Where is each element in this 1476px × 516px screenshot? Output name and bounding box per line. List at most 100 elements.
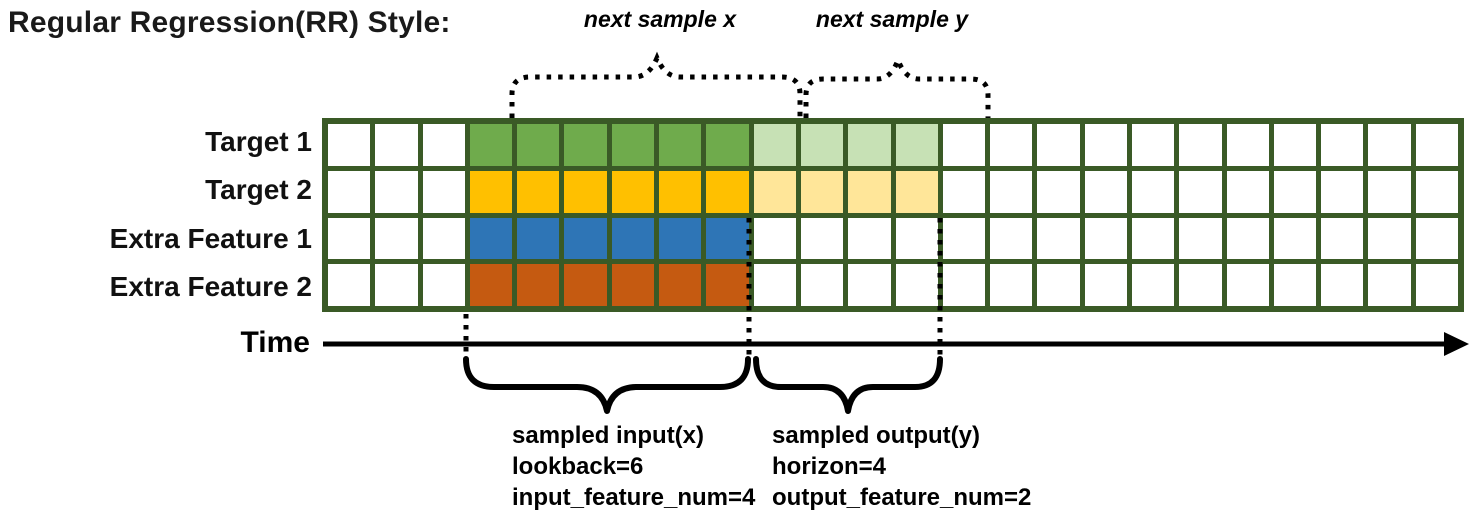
grid-cell-r3-c12	[895, 264, 938, 306]
grid-cell-r3-c13	[942, 264, 986, 306]
output-feature-num-value: output_feature_num=2	[772, 484, 1032, 511]
grid-cell-r3-c10	[800, 264, 844, 306]
row-label-target-2: Target 2	[205, 174, 312, 205]
grid-cell-r3-c4	[517, 264, 560, 306]
grid-cell-r3-c1	[375, 264, 418, 306]
grid-cell-r2-c11	[848, 217, 891, 260]
grid-cell-r3-c20	[1273, 264, 1317, 306]
sampled-output-title: sampled output(y)	[772, 422, 980, 449]
grid-cell-r3-c3	[469, 264, 513, 306]
grid-cell-r0-c5	[564, 124, 607, 166]
grid-cell-r0-c23	[1415, 124, 1458, 166]
next-sample-x-label: next sample x	[583, 6, 737, 32]
grid-cell-r2-c2	[422, 217, 465, 260]
next-sample-y-brace	[803, 52, 991, 118]
grid-cell-r0-c6	[611, 124, 655, 166]
grid-cell-r0-c11	[848, 124, 891, 166]
sampled-input-annotation: sampled input(x) lookback=6 input_featur…	[512, 420, 755, 513]
grid-cell-r0-c2	[422, 124, 465, 166]
row-label-extra-feature-2: Extra Feature 2	[109, 271, 312, 302]
next-sample-x-brace	[509, 51, 803, 118]
grid-cell-r3-c18	[1179, 264, 1222, 306]
grid-cell-r1-c18	[1179, 170, 1222, 213]
grid-cell-r0-c8	[706, 124, 749, 166]
horizon-value: horizon=4	[772, 453, 887, 480]
grid-cell-r3-c5	[564, 264, 607, 306]
grid-cell-r0-c12	[895, 124, 938, 166]
sampled-output-brace	[753, 356, 943, 414]
grid-cell-r0-c10	[800, 124, 844, 166]
grid-cell-r0-c20	[1273, 124, 1317, 166]
grid-cell-r1-c9	[753, 170, 796, 213]
grid-cell-r0-c3	[469, 124, 513, 166]
grid-cell-r1-c2	[422, 170, 465, 213]
sample-grid	[322, 118, 1464, 312]
grid-cell-r3-c8	[706, 264, 749, 306]
grid-cell-r0-c19	[1226, 124, 1269, 166]
grid-cell-r2-c15	[1037, 217, 1080, 260]
grid-cell-r0-c1	[375, 124, 418, 166]
grid-cell-r3-c14	[990, 264, 1033, 306]
grid-cell-r3-c17	[1131, 264, 1175, 306]
next-sample-y-label: next sample y	[815, 6, 969, 32]
grid-cell-r3-c16	[1084, 264, 1127, 306]
grid-cell-r1-c12	[895, 170, 938, 213]
time-axis-label: Time	[240, 326, 310, 359]
grid-cell-r2-c5	[564, 217, 607, 260]
grid-cell-r2-c10	[800, 217, 844, 260]
sampled-input-brace	[463, 356, 751, 414]
grid-cell-r2-c7	[659, 217, 702, 260]
grid-cell-r1-c8	[706, 170, 749, 213]
grid-cell-r2-c21	[1321, 217, 1364, 260]
grid-cell-r1-c10	[800, 170, 844, 213]
grid-cell-r0-c9	[753, 124, 796, 166]
grid-cell-r0-c21	[1321, 124, 1364, 166]
lookback-value: lookback=6	[512, 453, 644, 480]
grid-cell-r3-c9	[753, 264, 796, 306]
diagram-title: Regular Regression(RR) Style:	[8, 6, 451, 39]
grid-cell-r3-c0	[328, 264, 371, 306]
grid-cell-r2-c3	[469, 217, 513, 260]
grid-cell-r1-c21	[1321, 170, 1364, 213]
grid-cell-r3-c19	[1226, 264, 1269, 306]
grid-cell-r2-c18	[1179, 217, 1222, 260]
grid-cell-r0-c15	[1037, 124, 1080, 166]
grid-cell-r2-c20	[1273, 217, 1317, 260]
grid-cell-r2-c9	[753, 217, 796, 260]
sampled-output-annotation: sampled output(y) horizon=4 output_featu…	[772, 420, 1031, 513]
grid-cell-r2-c19	[1226, 217, 1269, 260]
grid-cell-r3-c21	[1321, 264, 1364, 306]
grid-cell-r1-c7	[659, 170, 702, 213]
grid-cell-r1-c11	[848, 170, 891, 213]
grid-cell-r1-c4	[517, 170, 560, 213]
grid-cell-r2-c0	[328, 217, 371, 260]
grid-cell-r1-c22	[1368, 170, 1411, 213]
grid-cell-r3-c15	[1037, 264, 1080, 306]
sampled-input-title: sampled input(x)	[512, 422, 705, 449]
grid-cell-r2-c8	[706, 217, 749, 260]
grid-cell-r3-c22	[1368, 264, 1411, 306]
grid-cell-r1-c20	[1273, 170, 1317, 213]
grid-cell-r2-c13	[942, 217, 986, 260]
grid-cell-r1-c19	[1226, 170, 1269, 213]
grid-cell-r0-c16	[1084, 124, 1127, 166]
grid-cell-r2-c12	[895, 217, 938, 260]
grid-cell-r1-c15	[1037, 170, 1080, 213]
grid-cell-r3-c11	[848, 264, 891, 306]
grid-cell-r2-c23	[1415, 217, 1458, 260]
grid-cell-r1-c5	[564, 170, 607, 213]
grid-cell-r1-c17	[1131, 170, 1175, 213]
grid-cell-r1-c13	[942, 170, 986, 213]
grid-cell-r2-c22	[1368, 217, 1411, 260]
time-arrow-head	[1444, 332, 1469, 356]
grid-cell-r0-c4	[517, 124, 560, 166]
grid-cell-r1-c23	[1415, 170, 1458, 213]
grid-cell-r0-c0	[328, 124, 371, 166]
grid-cell-r3-c23	[1415, 264, 1458, 306]
row-label-target-1: Target 1	[205, 126, 312, 157]
grid-cell-r3-c7	[659, 264, 702, 306]
grid-cell-r0-c18	[1179, 124, 1222, 166]
grid-cell-r1-c6	[611, 170, 655, 213]
grid-cell-r1-c1	[375, 170, 418, 213]
